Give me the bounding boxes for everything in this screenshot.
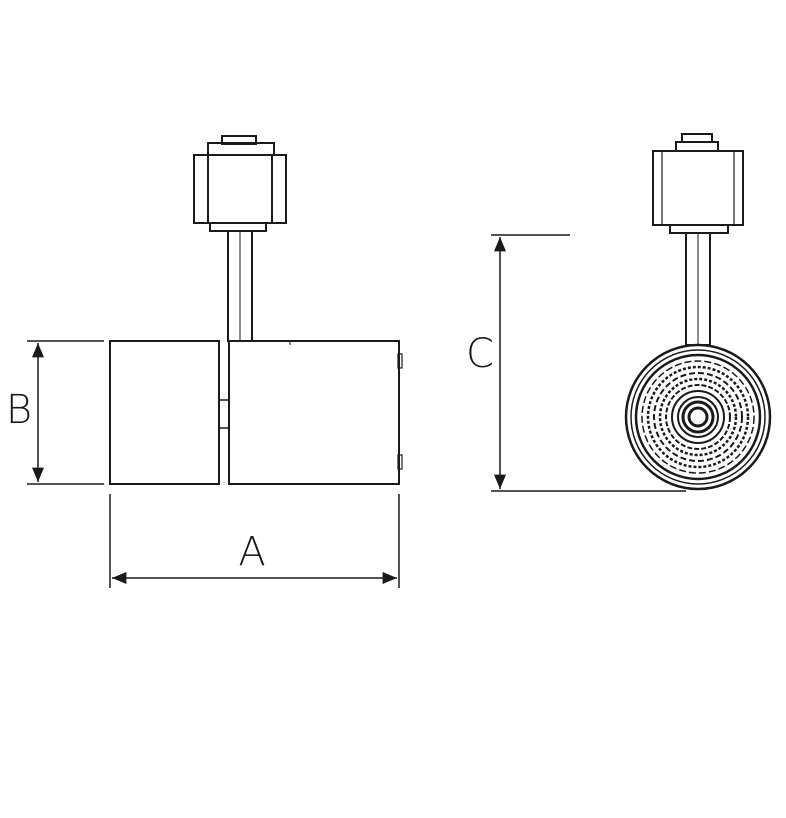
lens-assembly bbox=[624, 343, 772, 491]
front-housing bbox=[228, 340, 403, 485]
dimension-c bbox=[491, 234, 686, 492]
front-stem bbox=[685, 232, 711, 346]
dimension-a bbox=[109, 494, 400, 588]
dimension-b bbox=[27, 340, 104, 485]
dimension-c-label: C bbox=[466, 331, 494, 377]
front-view bbox=[624, 133, 772, 491]
dimension-a-label: A bbox=[238, 529, 265, 575]
stem bbox=[227, 230, 253, 342]
rear-housing bbox=[109, 340, 220, 485]
side-view bbox=[109, 135, 403, 485]
front-track-adapter bbox=[652, 133, 744, 234]
dimension-b-label: B bbox=[6, 387, 32, 433]
joint bbox=[218, 399, 230, 429]
track-adapter bbox=[193, 135, 287, 232]
